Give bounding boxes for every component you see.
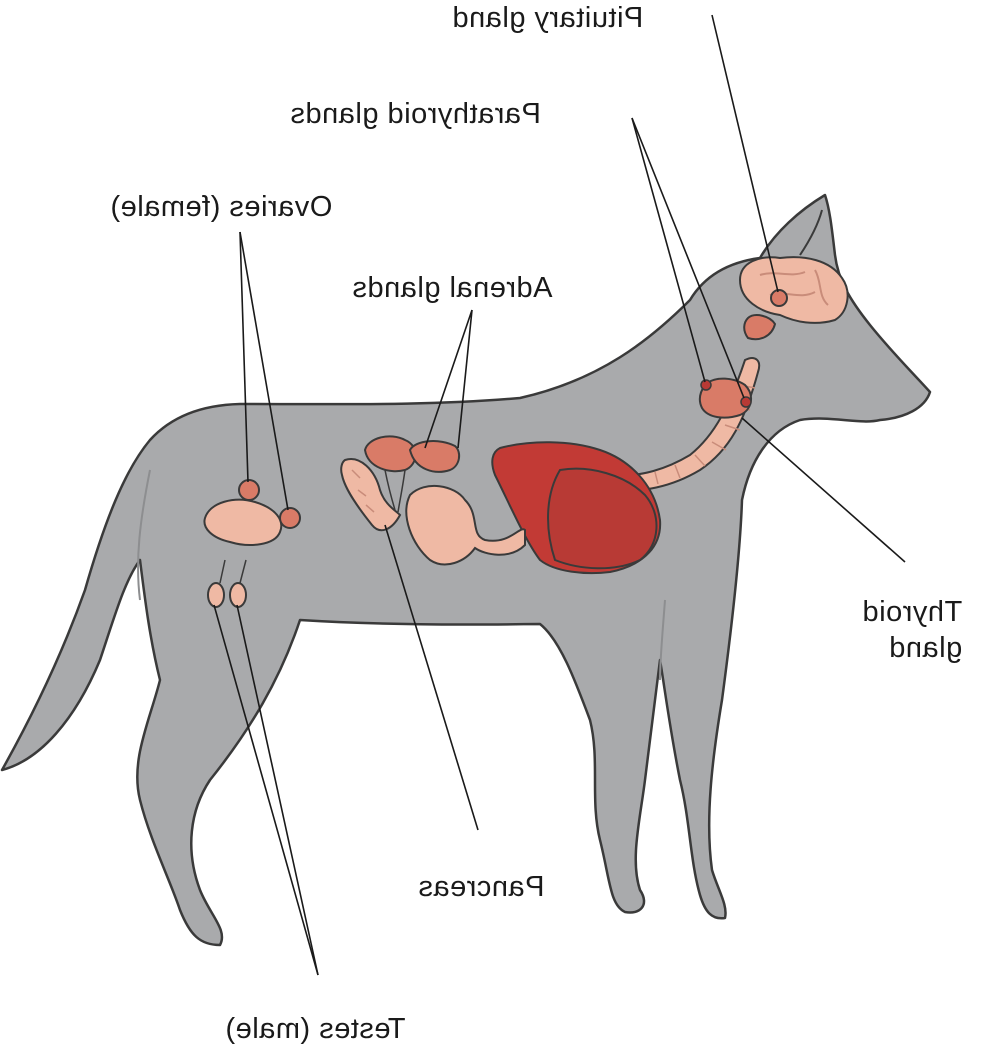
lung-lobe	[547, 467, 658, 570]
leader-pituitary	[711, 14, 779, 293]
dog-silhouette	[0, 193, 932, 947]
leader-testis-1	[213, 604, 319, 976]
leader-pancreas	[384, 524, 479, 831]
parathyroid-organ-1	[700, 379, 712, 391]
body-contour	[137, 469, 151, 601]
leader-adrenal-1	[424, 309, 473, 449]
label-thyroid-line1: Thyroid	[862, 596, 963, 628]
label-ovaries: Ovaries (female)	[110, 191, 333, 223]
pancreas-texture	[351, 469, 375, 513]
leader-ovary-1	[239, 231, 249, 483]
thyroid-organ	[698, 377, 752, 419]
brain-stem	[743, 314, 777, 341]
adrenal-organ-2	[408, 440, 461, 473]
pituitary-organ	[770, 289, 788, 307]
label-testes: Testes (male)	[225, 1013, 406, 1045]
label-pituitary: Pituitary gland	[452, 2, 644, 34]
leader-ovary-2	[239, 231, 289, 511]
ear-inner	[799, 209, 823, 256]
testis-organ-1	[207, 582, 225, 608]
parathyroid-organ-2	[740, 396, 752, 408]
label-thyroid-line2: gland	[888, 632, 963, 665]
leg-contour	[659, 599, 666, 681]
testis-organ-2	[229, 582, 247, 608]
label-pancreas: Pancreas	[418, 871, 545, 903]
leader-parathyroid-1	[631, 117, 706, 383]
uterus-organ	[203, 498, 283, 546]
leader-adrenal-2	[457, 309, 473, 449]
ovary-organ-1	[238, 479, 260, 501]
stomach-organ	[405, 484, 526, 566]
leader-lines	[213, 14, 906, 976]
label-parathyroid: Parathyroid glands	[290, 98, 541, 130]
leader-parathyroid-2	[631, 117, 745, 399]
leader-thyroid	[741, 417, 906, 563]
adrenal-ducts	[384, 469, 406, 513]
label-adrenal: Adrenal glands	[352, 272, 553, 304]
leader-testis-2	[236, 604, 319, 976]
testis-cords	[219, 559, 247, 584]
ovary-organ-2	[279, 507, 301, 529]
label-thyroid: Thyroid gland	[862, 594, 962, 667]
